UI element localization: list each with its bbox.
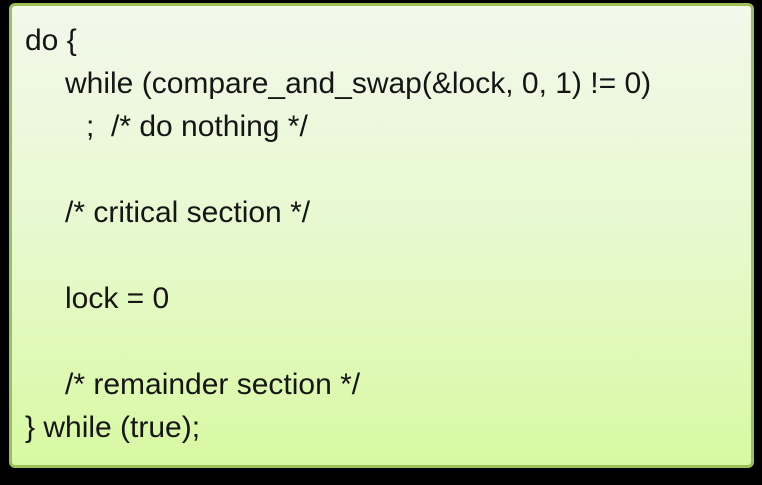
code-line-blank — [25, 234, 747, 277]
code-line: ; /* do nothing */ — [86, 110, 308, 143]
code-line: do { — [25, 24, 77, 57]
code-line: } while (true); — [25, 411, 201, 444]
code-listing-box: do { while (compare_and_swap(&lock, 0, 1… — [9, 3, 754, 468]
code-line: /* remainder section */ — [65, 368, 361, 401]
code-line: lock = 0 — [65, 282, 170, 315]
code-line: while (compare_and_swap(&lock, 0, 1) != … — [65, 67, 652, 100]
code-line-blank — [25, 148, 747, 191]
code-line-blank — [25, 320, 747, 363]
code-line: /* critical section */ — [65, 196, 311, 229]
